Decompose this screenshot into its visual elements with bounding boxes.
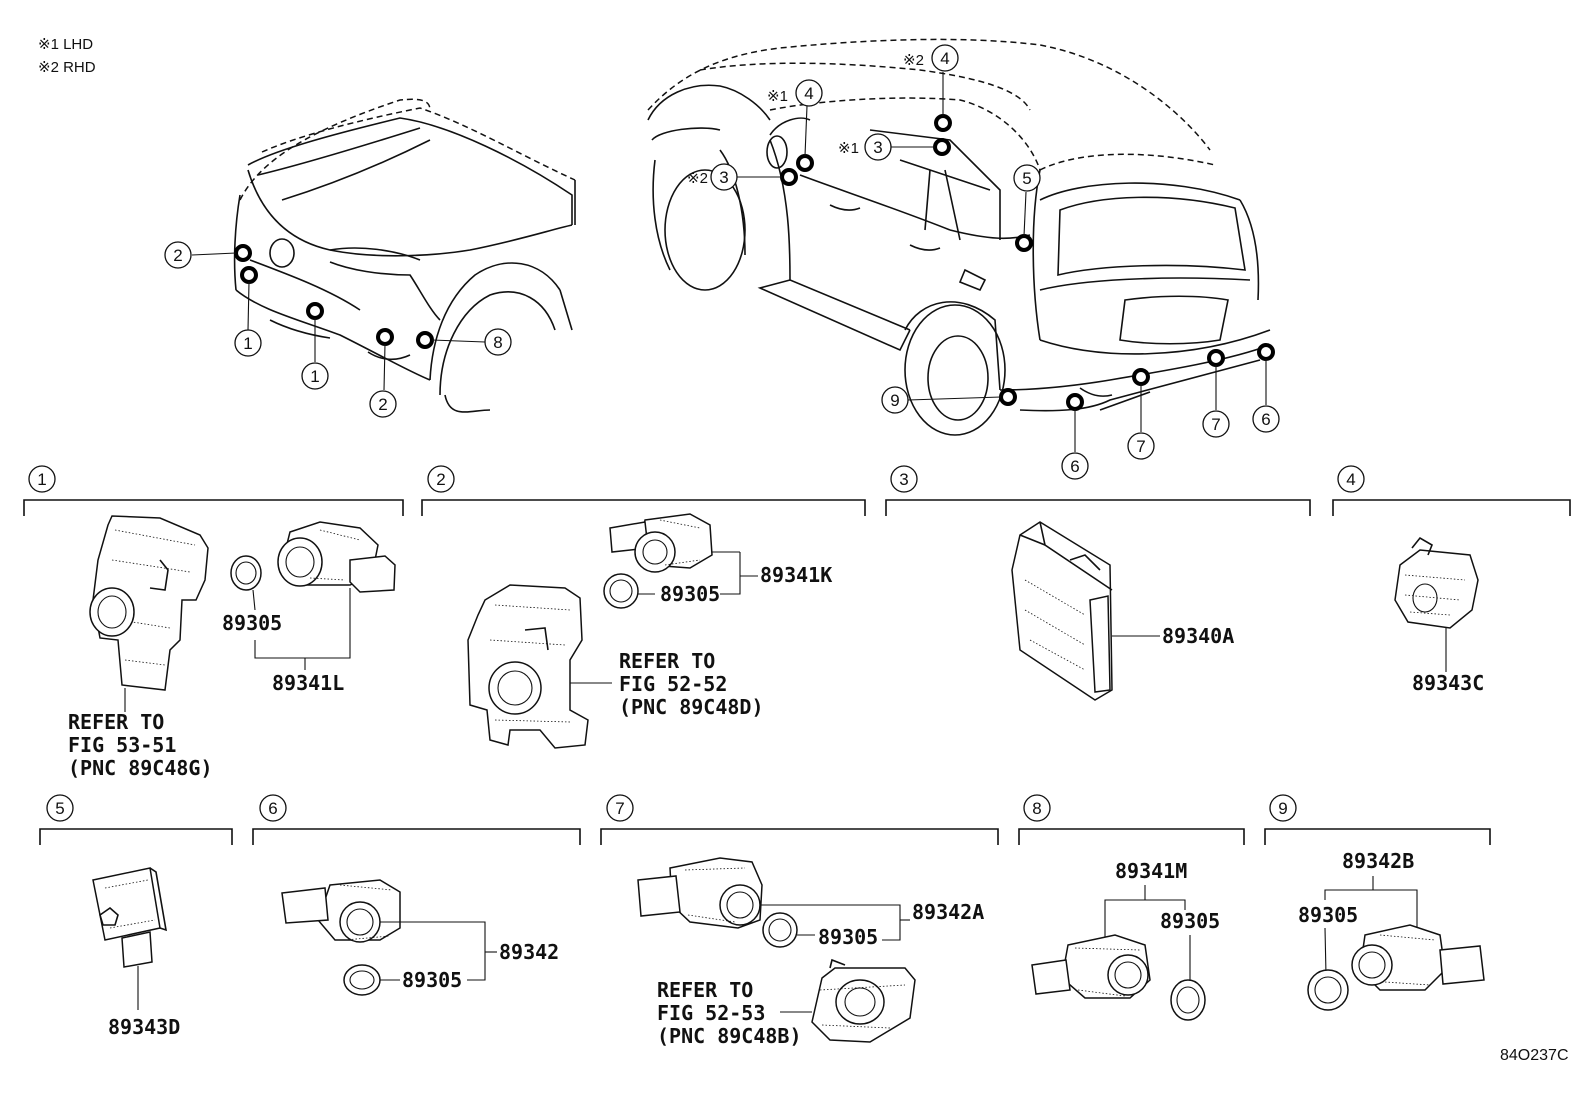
panel-2-number: 2 (436, 470, 445, 489)
panel-2-refer-line2: FIG 52-52 (619, 672, 727, 696)
legend-lhd: ※1 LHD (38, 36, 93, 53)
panel-1-refer-line1: REFER TO (68, 710, 164, 734)
panel-4-number: 4 (1346, 470, 1355, 489)
rear-vehicle-view (647, 38, 1271, 436)
panel-2-refer-line3: (PNC 89C48D) (619, 695, 764, 719)
panel-2: 89305 89341K REFER TO FIG 52-52 (PNC 89C… (467, 513, 832, 749)
panel-5: 89343D (92, 867, 180, 1039)
callout-3: 3 (873, 138, 882, 157)
panel-2-ring-label: 89305 (660, 582, 720, 606)
panel-9-number: 9 (1278, 799, 1287, 818)
panel-9-ring-label: 89305 (1298, 903, 1358, 927)
panel-headers-row1: 1 2 3 4 (23, 465, 1571, 516)
panel-7-refer-line3: (PNC 89C48B) (657, 1024, 802, 1048)
marker-lhd: ※1 (838, 140, 859, 157)
panel-3-ecu-label: 89340A (1162, 624, 1234, 648)
callout-8: 8 (493, 333, 502, 352)
marker-rhd: ※2 (903, 52, 924, 69)
panel-5-number: 5 (55, 799, 64, 818)
panel-headers-row2: 5 6 7 8 9 (39, 794, 1491, 845)
panel-1-refer-line2: FIG 53-51 (68, 733, 176, 757)
panel-3: 89340A (1011, 521, 1234, 701)
panel-7-refer-line2: FIG 52-53 (657, 1001, 765, 1025)
panel-8-ring-label: 89305 (1160, 909, 1220, 933)
callout-9: 9 (890, 391, 899, 410)
panel-6: 89342 89305 (281, 879, 559, 996)
panel-4-part-label: 89343C (1412, 671, 1484, 695)
panel-7-ring-label: 89305 (818, 925, 878, 949)
marker-lhd: ※1 (767, 88, 788, 105)
panel-6-number: 6 (268, 799, 277, 818)
callout-6: 6 (1261, 410, 1270, 429)
panel-7: 89342A 89305 REFER TO FIG 52-53 (PNC 89C… (637, 857, 984, 1048)
panel-6-ring-label: 89305 (402, 968, 462, 992)
panel-7-number: 7 (615, 799, 624, 818)
panel-8-number: 8 (1032, 799, 1041, 818)
panel-3-number: 3 (899, 470, 908, 489)
marker-rhd: ※2 (687, 170, 708, 187)
panel-1-sensor-label: 89341L (272, 671, 344, 695)
legend-rhd: ※2 RHD (38, 59, 96, 76)
panel-9: 89342B 89305 (1298, 849, 1485, 1011)
callout-7: 7 (1136, 437, 1145, 456)
panel-7-refer-line1: REFER TO (657, 978, 753, 1002)
panel-8-sensor-label: 89341M (1115, 859, 1187, 883)
callout-4: 4 (804, 84, 813, 103)
panel-9-sensor-label: 89342B (1342, 849, 1414, 873)
callout-2: 2 (378, 395, 387, 414)
panel-1-ring-label: 89305 (222, 611, 282, 635)
callout-3: 3 (719, 168, 728, 187)
callout-6: 6 (1070, 457, 1079, 476)
panel-2-refer-line1: REFER TO (619, 649, 715, 673)
callout-2: 2 (173, 246, 182, 265)
panel-6-sensor-label: 89342 (499, 940, 559, 964)
front-vehicle-view (233, 98, 576, 413)
panel-4: 89343C (1394, 536, 1484, 695)
callout-1: 1 (310, 367, 319, 386)
callout-5: 5 (1022, 169, 1031, 188)
panel-8: 89341M 89305 (1031, 859, 1220, 1021)
panel-1-number: 1 (37, 470, 46, 489)
callout-4: 4 (940, 49, 949, 68)
panel-1-refer-line3: (PNC 89C48G) (68, 756, 213, 780)
panel-5-part-label: 89343D (108, 1015, 180, 1039)
figure-code: 84O237C (1500, 1047, 1569, 1064)
panel-1: REFER TO FIG 53-51 (PNC 89C48G) 89305 89… (68, 515, 396, 780)
callout-7: 7 (1211, 415, 1220, 434)
panel-2-sensor-label: 89341K (760, 563, 832, 587)
callout-1: 1 (243, 334, 252, 353)
panel-7-sensor-label: 89342A (912, 900, 984, 924)
